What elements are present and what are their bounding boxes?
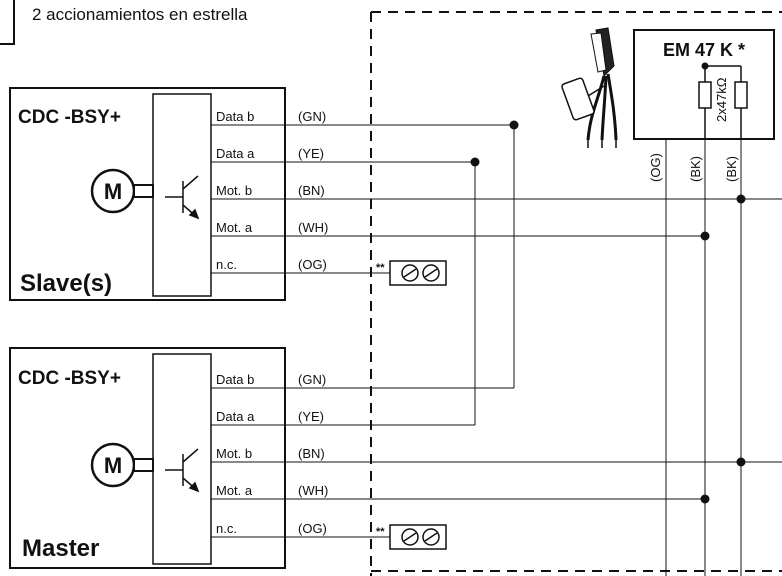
junction-dot (736, 194, 746, 204)
master-role: Master (22, 535, 99, 562)
wires (211, 124, 782, 576)
master-transistor-icon (165, 448, 200, 493)
slave-role: Slave(s) (20, 270, 112, 297)
resistor-icon (734, 81, 748, 109)
slave-driver-block (152, 93, 212, 297)
pin-label: Mot. b (216, 446, 252, 461)
terminal-mark: ** (376, 526, 385, 538)
pin-label: Data a (216, 409, 255, 424)
slave-transistor-icon (165, 175, 200, 220)
wire-color: (BN) (298, 183, 325, 198)
resistor-network (698, 65, 748, 139)
lead-color-og: (OG) (648, 153, 663, 182)
junction-dot (470, 157, 480, 167)
wire-color: (YE) (298, 409, 324, 424)
module-pictogram (561, 27, 618, 148)
junction-dot (509, 120, 519, 130)
wire-color: (WH) (298, 220, 328, 235)
slave-pins: Data b Data a Mot. b Mot. a n.c. (GN) (Y… (216, 109, 328, 272)
pin-label: Mot. a (216, 483, 253, 498)
junction-dot (736, 457, 746, 467)
resistor-value: 2x47kΩ (714, 77, 729, 122)
em47k-module: EM 47 K * 2x47kΩ (OG) (BK) (BK) (633, 29, 775, 182)
junction-dot (700, 231, 710, 241)
slave-drive: CDC -BSY+ Slave(s) M Data b Data a Mot. … (9, 87, 328, 301)
wire-color: (OG) (298, 257, 327, 272)
terminal-block-master: ** (376, 524, 447, 550)
resistor-icon (698, 81, 712, 109)
pin-label: Data b (216, 372, 254, 387)
pin-label: Mot. b (216, 183, 252, 198)
master-shaft (133, 458, 154, 472)
wire-color: (BN) (298, 446, 325, 461)
wire-color: (OG) (298, 521, 327, 536)
slave-shaft (133, 184, 154, 198)
wire-color: (GN) (298, 372, 326, 387)
caption: 2 accionamientos en estrella (32, 5, 248, 24)
terminal-block-slave: ** (376, 260, 447, 286)
pin-label: Mot. a (216, 220, 253, 235)
pin-label: Data a (216, 146, 255, 161)
master-housing (9, 347, 286, 569)
junction-dots (470, 120, 746, 504)
corner-frame (0, 0, 15, 45)
wire-color: (WH) (298, 483, 328, 498)
slave-motor-label: M (104, 179, 122, 204)
junction-box-outline (370, 11, 782, 576)
terminal-mark: ** (376, 262, 385, 274)
slave-housing (9, 87, 286, 301)
junction-dot (700, 494, 710, 504)
wire-color: (YE) (298, 146, 324, 161)
slave-model: CDC -BSY+ (18, 107, 121, 128)
lead-color-bk: (BK) (688, 156, 703, 182)
module-title: EM 47 K * (663, 40, 745, 60)
master-pins: Data b Data a Mot. b Mot. a n.c. (GN) (Y… (216, 372, 328, 536)
pin-label: n.c. (216, 521, 237, 536)
master-drive: CDC -BSY+ Master M Data b Data a Mot. b … (9, 347, 328, 569)
master-driver-block (152, 353, 212, 565)
wire-color: (GN) (298, 109, 326, 124)
lead-color-bk: (BK) (724, 156, 739, 182)
master-motor-label: M (104, 453, 122, 478)
pin-label: n.c. (216, 257, 237, 272)
master-model: CDC -BSY+ (18, 368, 121, 389)
pin-label: Data b (216, 109, 254, 124)
